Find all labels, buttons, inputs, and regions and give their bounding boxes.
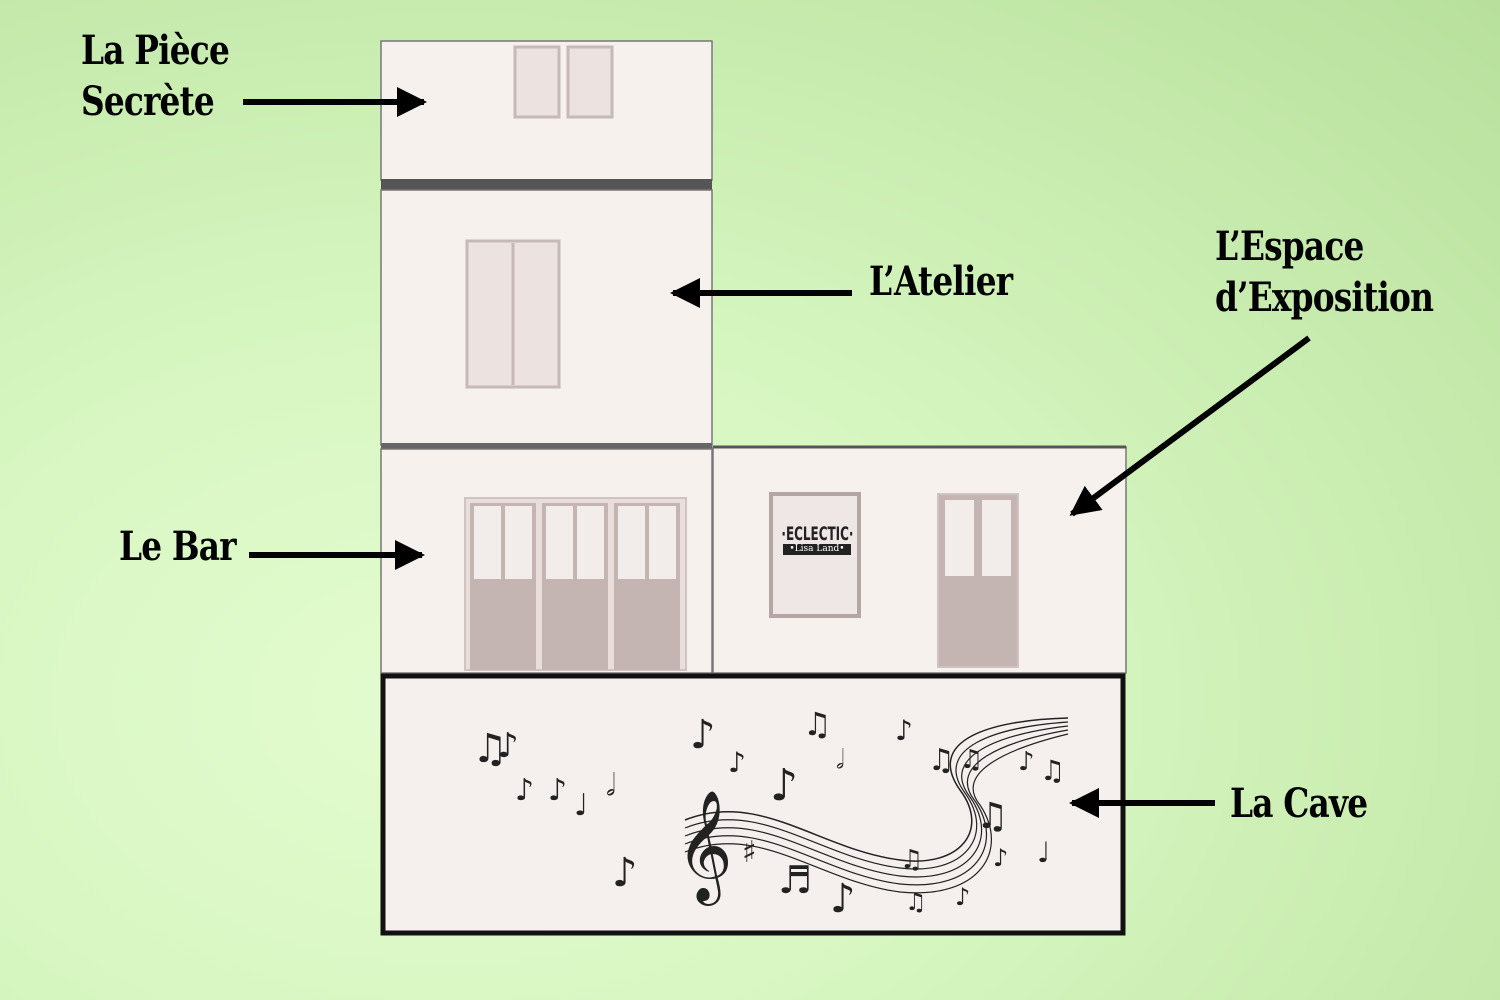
sign-window xyxy=(769,492,861,618)
room-piece-secrete xyxy=(380,40,713,181)
svg-text:♫: ♫ xyxy=(976,796,1008,837)
svg-text:♫: ♫ xyxy=(472,726,508,772)
label-espace-line1: L’Espace xyxy=(1215,223,1364,270)
bar-doors xyxy=(464,497,687,671)
svg-text:♪: ♪ xyxy=(497,726,519,766)
svg-text:♪: ♪ xyxy=(548,773,567,808)
svg-text:♫: ♫ xyxy=(928,743,955,778)
svg-text:♪: ♪ xyxy=(728,746,746,779)
exposition-door xyxy=(937,493,1019,668)
svg-text:♩: ♩ xyxy=(574,788,588,823)
svg-text:𝅗𝅥: 𝅗𝅥 xyxy=(606,768,616,803)
svg-text:♫: ♫ xyxy=(900,845,923,875)
svg-text:♫: ♫ xyxy=(803,705,832,743)
label-espace-line2: d’Exposition xyxy=(1215,274,1434,321)
label-bar: Le Bar xyxy=(119,523,237,570)
floor-divider xyxy=(381,443,712,449)
svg-text:♬: ♬ xyxy=(778,858,812,902)
room-bar xyxy=(380,448,713,674)
svg-text:♪: ♪ xyxy=(895,714,913,747)
svg-text:♪: ♪ xyxy=(955,883,970,911)
svg-text:♪: ♪ xyxy=(830,876,856,922)
svg-text:𝄞: 𝄞 xyxy=(676,789,733,906)
svg-text:♩: ♩ xyxy=(1037,836,1050,869)
label-cave: La Cave xyxy=(1230,780,1368,827)
window xyxy=(513,45,561,119)
room-cave: 𝄞 ♫ ♪ ♪ ♪ ♩ 𝅗𝅥 ♪ ♪ ♪ ♪ ♫ 𝅗𝅥 ♪ ♯ ♬ ♪ ♫ ♫ … xyxy=(380,673,1126,936)
svg-text:♯: ♯ xyxy=(742,835,757,870)
svg-text:♪: ♪ xyxy=(612,850,638,896)
label-piece-secrete-line2: Secrète xyxy=(81,78,215,125)
svg-text:♪: ♪ xyxy=(770,760,798,811)
svg-text:♫: ♫ xyxy=(960,745,983,775)
room-espace-exposition xyxy=(712,445,1127,674)
svg-text:♫: ♫ xyxy=(1040,754,1065,787)
label-piece-secrete-line1: La Pièce xyxy=(81,27,230,74)
music-notes: 𝄞 ♫ ♪ ♪ ♪ ♩ 𝅗𝅥 ♪ ♪ ♪ ♪ ♫ 𝅗𝅥 ♪ ♯ ♬ ♪ ♫ ♫ … xyxy=(472,705,1069,922)
window xyxy=(566,45,614,119)
arrow-espace xyxy=(1069,335,1311,517)
svg-text:♪: ♪ xyxy=(690,712,716,758)
room-atelier xyxy=(380,189,713,446)
svg-text:♪: ♪ xyxy=(993,844,1008,872)
label-atelier: L’Atelier xyxy=(869,258,1013,305)
floor-divider xyxy=(381,179,712,190)
svg-text:♫: ♫ xyxy=(905,888,927,916)
eclectic-sign: ·ECLECTIC· •Lisa Land• xyxy=(777,516,857,562)
svg-text:♪: ♪ xyxy=(515,773,534,808)
svg-text:𝅗𝅥: 𝅗𝅥 xyxy=(836,745,844,775)
svg-text:♪: ♪ xyxy=(1018,747,1035,777)
sign-main-text: ·ECLECTIC· xyxy=(780,522,854,545)
sign-sub-text: •Lisa Land• xyxy=(783,543,851,555)
